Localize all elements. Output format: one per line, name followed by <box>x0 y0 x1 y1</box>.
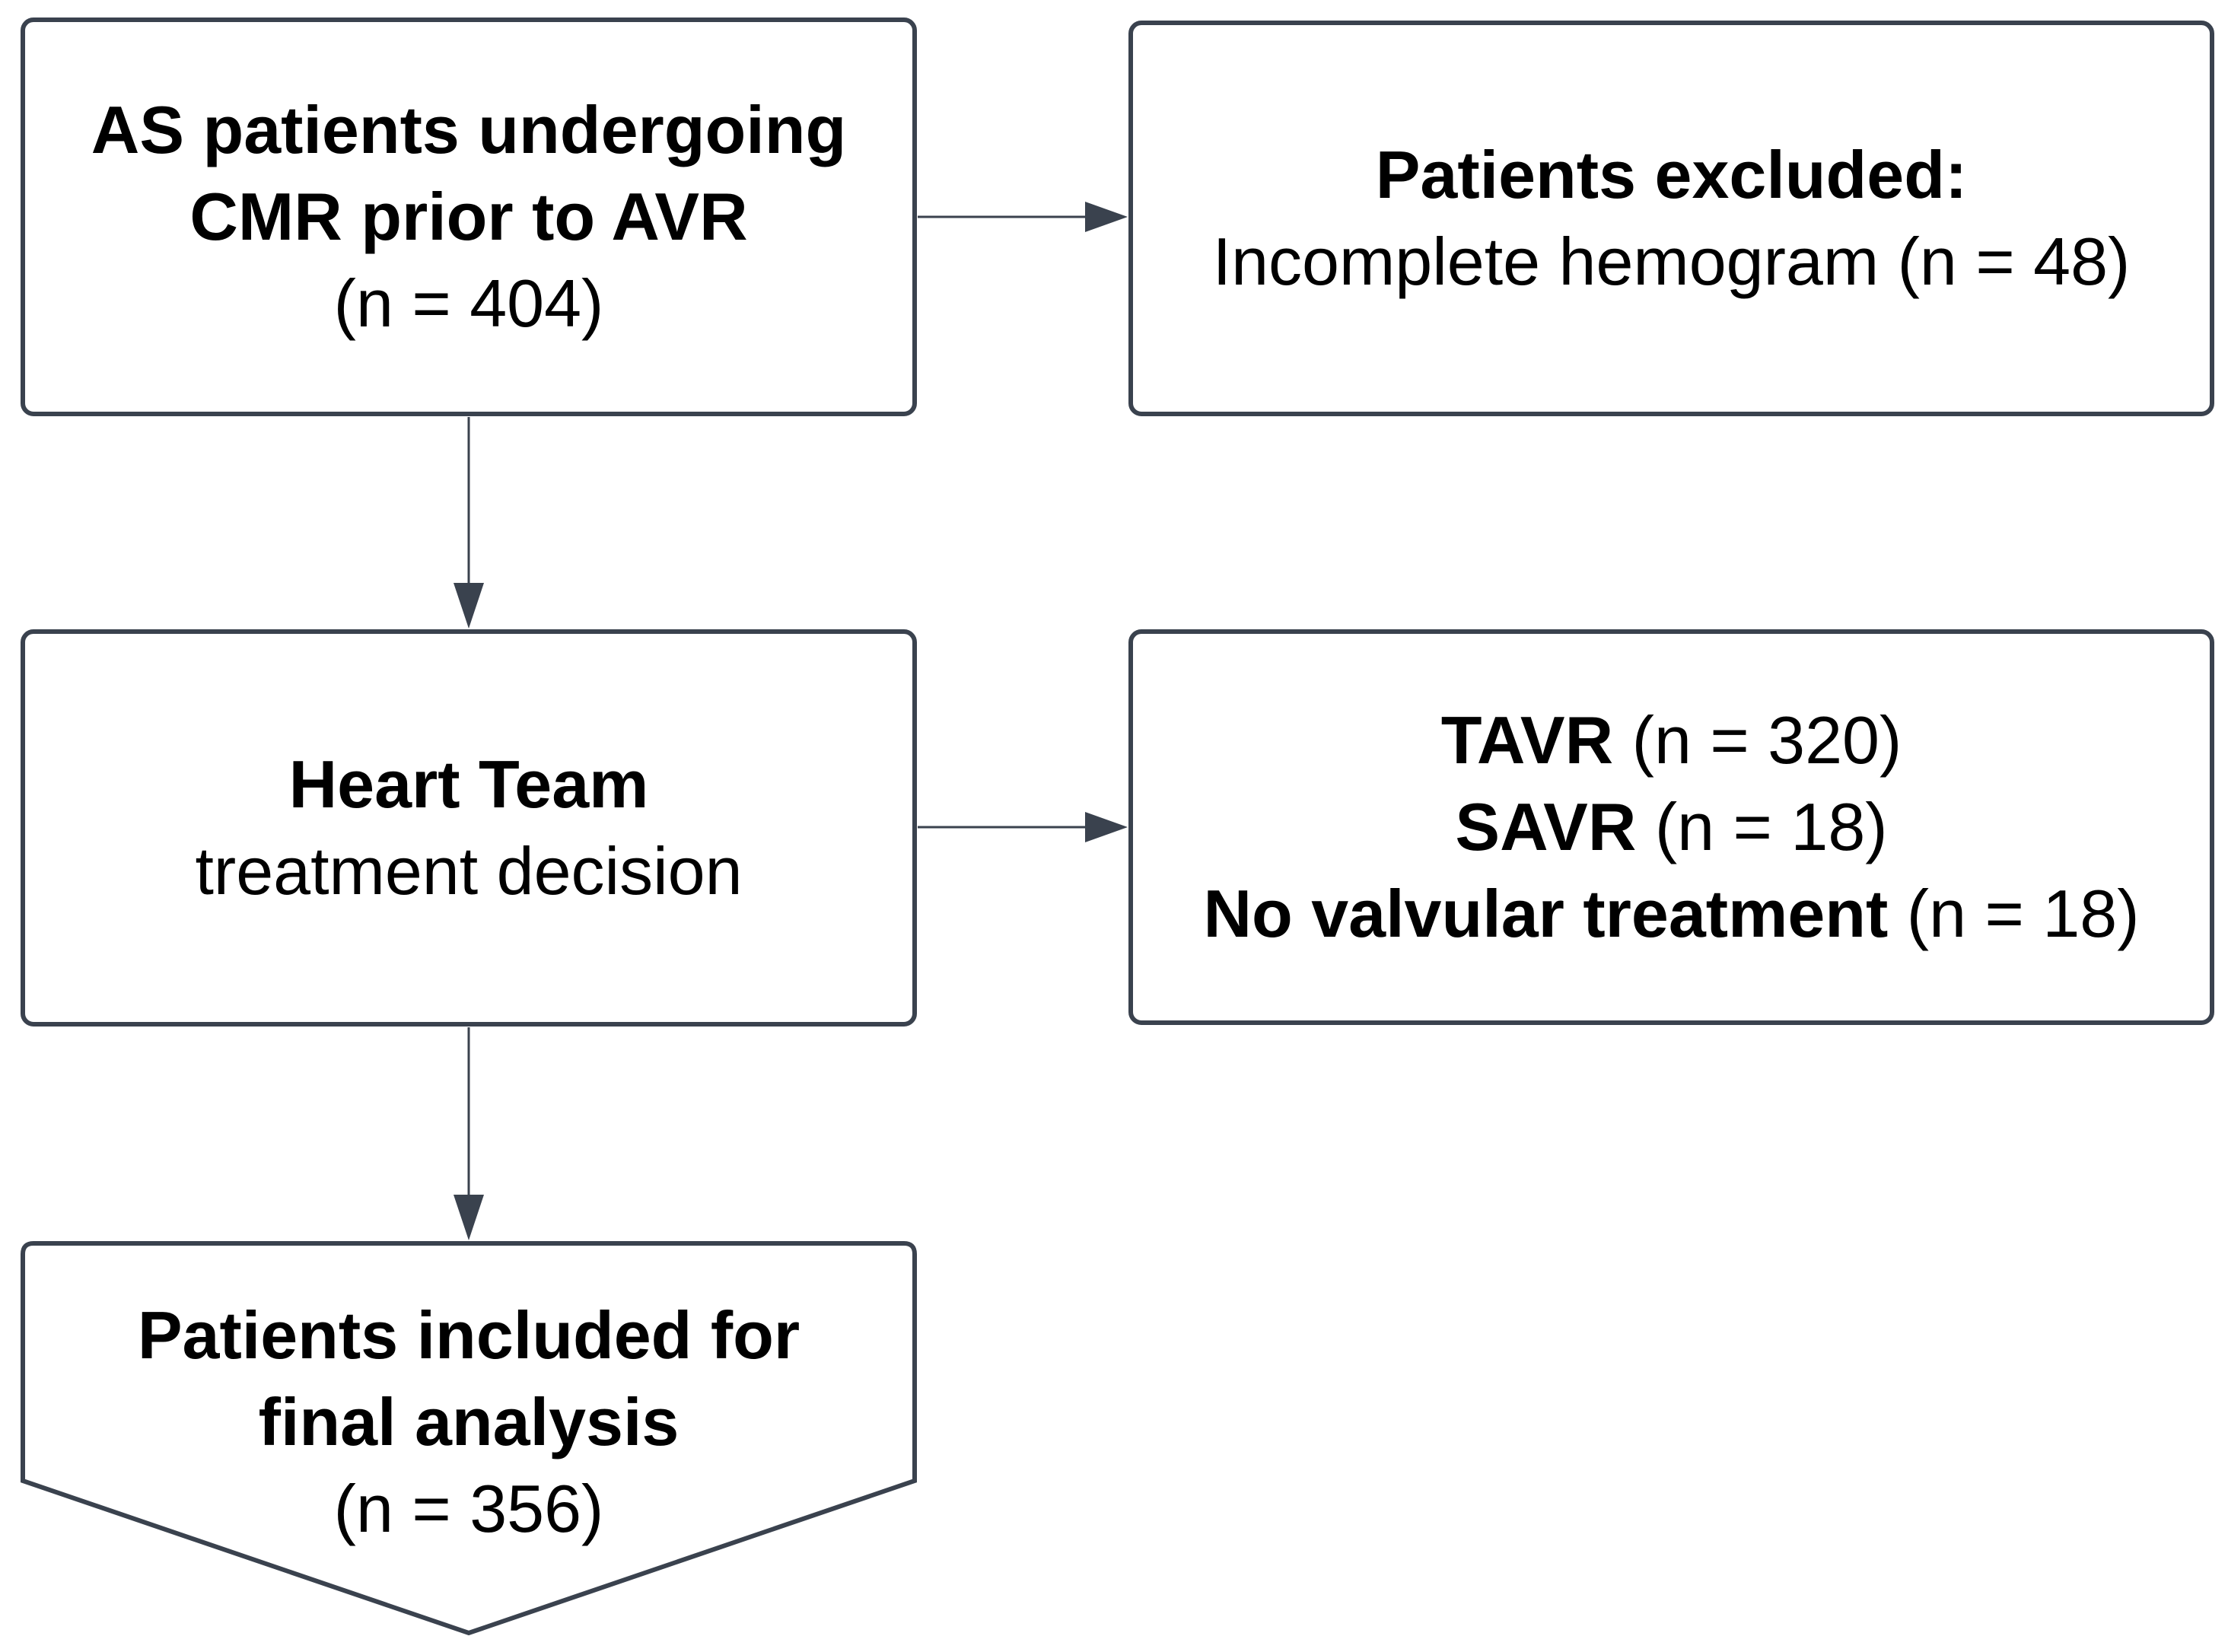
arrowhead-to-treatments <box>1085 812 1128 842</box>
heart-team-title: Heart Team <box>288 746 649 822</box>
cohort-label: AS patients undergoing CMR prior to AVR … <box>23 20 915 414</box>
final-count: (n = 356) <box>333 1471 604 1546</box>
treatments-box <box>1128 629 2214 1025</box>
excluded-label: Patients excluded: Incomplete hemogram (… <box>1131 23 2212 414</box>
final-line-2: final analysis <box>258 1384 680 1459</box>
treatment-tavr: TAVR (n = 320) <box>1441 697 1902 784</box>
treatment-tavr-name: TAVR <box>1440 702 1614 778</box>
excluded-box <box>1128 21 2214 416</box>
treatment-none-name: No valvular treatment <box>1203 876 1889 951</box>
final-analysis-label: Patients included for final analysis (n … <box>23 1256 915 1560</box>
cohort-line-2: CMR prior to AVR <box>189 179 748 254</box>
arrowhead-to-heart-team <box>454 583 484 629</box>
treatment-savr: SAVR (n = 18) <box>1455 784 1887 871</box>
excluded-detail: Incomplete hemogram (n = 48) <box>1212 224 2131 299</box>
arrowhead-to-final <box>454 1195 484 1240</box>
cohort-line-1: AS patients undergoing <box>91 92 847 167</box>
treatment-savr-name: SAVR <box>1455 789 1637 864</box>
treatment-none-count: (n = 18) <box>1906 876 2140 951</box>
treatment-none: No valvular treatment (n = 18) <box>1203 871 2139 957</box>
cohort-count: (n = 404) <box>333 266 604 341</box>
heart-team-box <box>21 629 917 1027</box>
cohort-box <box>21 18 917 416</box>
heart-team-label: Heart Team treatment decision <box>23 632 915 1024</box>
excluded-title: Patients excluded: <box>1375 137 1968 212</box>
arrowhead-to-excluded <box>1085 202 1128 232</box>
final-analysis-box <box>21 1241 917 1636</box>
treatment-savr-count: (n = 18) <box>1654 789 1888 864</box>
treatments-label: TAVR (n = 320) SAVR (n = 18) No valvular… <box>1131 632 2212 1023</box>
final-line-1: Patients included for <box>137 1297 800 1373</box>
treatment-tavr-count: (n = 320) <box>1631 702 1902 778</box>
heart-team-subtitle: treatment decision <box>195 833 743 909</box>
